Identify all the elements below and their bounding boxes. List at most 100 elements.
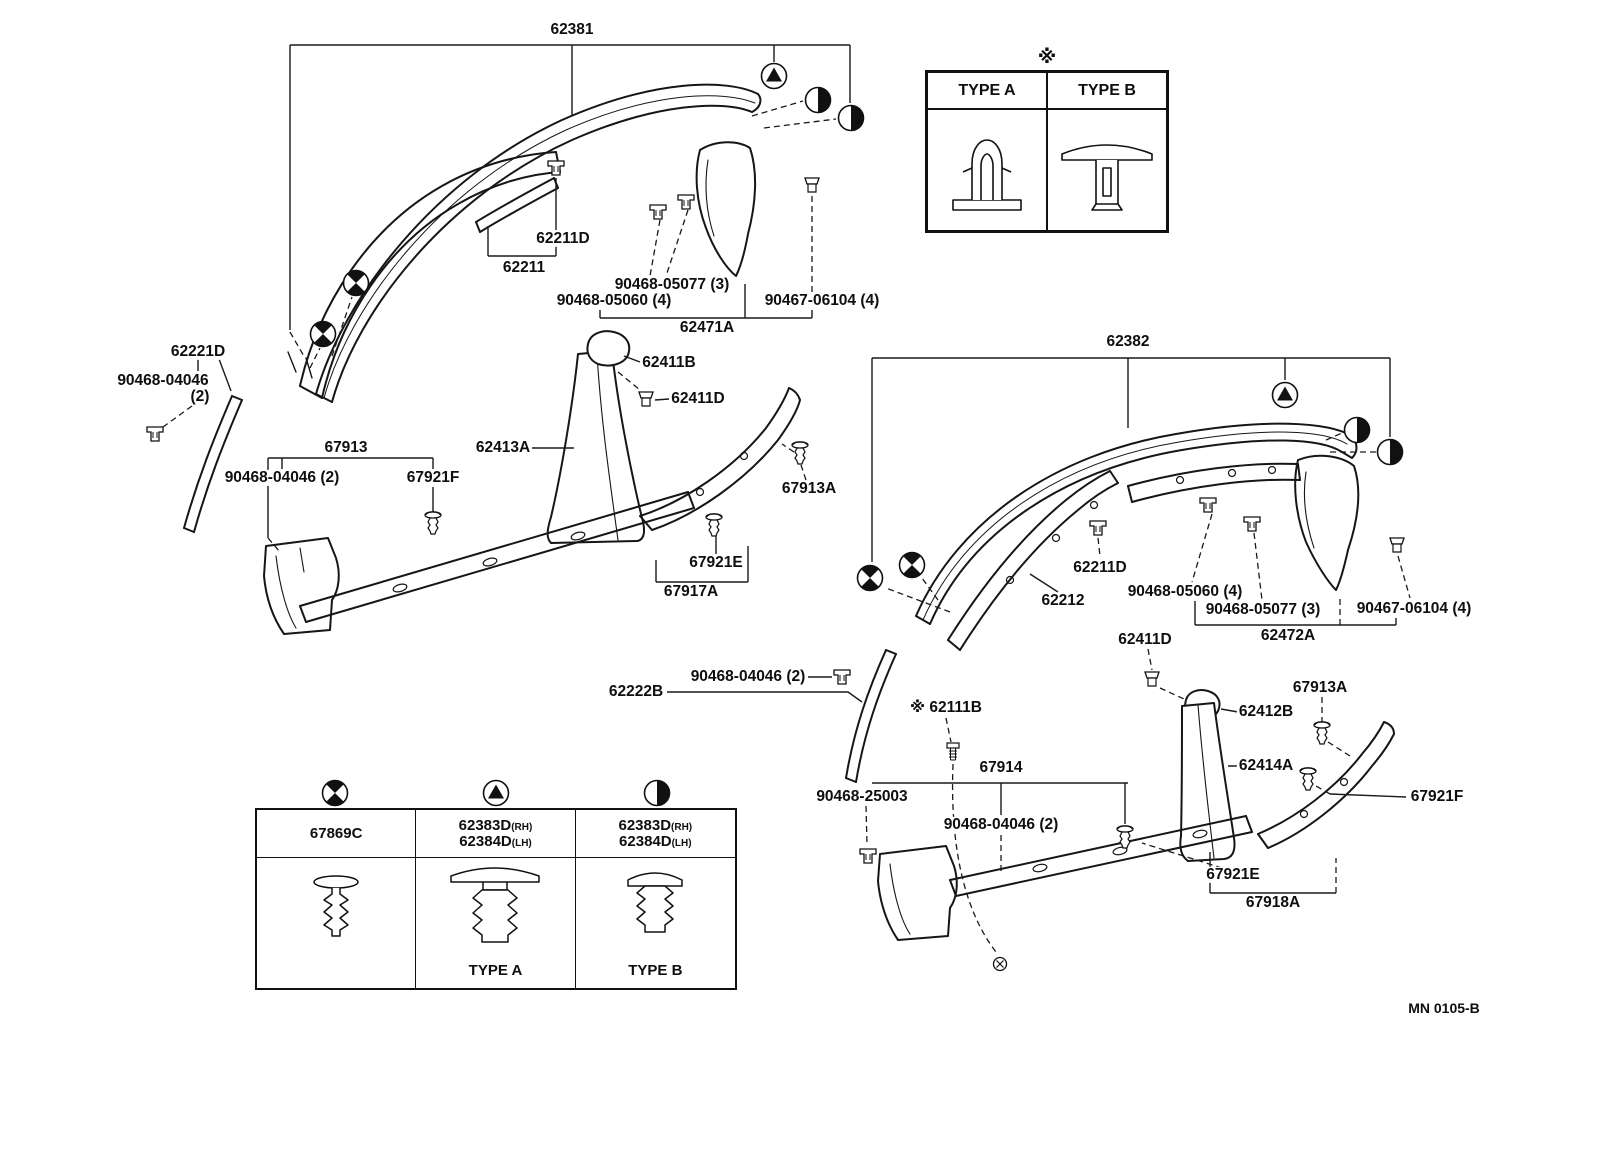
part-label: 62382 bbox=[1104, 332, 1152, 351]
target-symbol-icon bbox=[255, 778, 416, 808]
pushpin-icon bbox=[791, 441, 809, 465]
part-label: (2) bbox=[188, 387, 212, 406]
pushpin-icon bbox=[1116, 825, 1134, 849]
part-label: 90468-05060 (4) bbox=[554, 291, 674, 310]
clip-type-label: TYPE B bbox=[628, 962, 683, 979]
part-label: 62212 bbox=[1039, 591, 1087, 610]
reference-symbols bbox=[309, 62, 1404, 592]
part-label: 67913A bbox=[1290, 678, 1350, 697]
type-b-clip-illustration bbox=[1061, 144, 1153, 211]
part-label: 90468-05077 (3) bbox=[1203, 600, 1323, 619]
part-label: 90468-25003 bbox=[814, 787, 910, 806]
pushpin-icon bbox=[424, 511, 442, 535]
clip-type-label: TYPE A bbox=[468, 962, 523, 979]
clip-part-numbers: 62383D(RH) 62384D(LH) bbox=[575, 810, 735, 858]
clip-illustration bbox=[440, 858, 550, 962]
target-symbol-icon bbox=[898, 551, 926, 579]
clip-icon bbox=[1089, 520, 1107, 536]
clip-icon bbox=[649, 204, 667, 220]
part-label: 62211D bbox=[534, 229, 592, 248]
target-symbol-icon bbox=[856, 564, 884, 592]
part-label: 62211 bbox=[500, 258, 548, 277]
fastener-type-grid: TYPE A TYPE B bbox=[925, 70, 1169, 233]
part-label: 62211D bbox=[1071, 558, 1129, 577]
pushpin-icon bbox=[1299, 767, 1317, 791]
target-symbol-icon bbox=[309, 320, 337, 348]
half-symbol-icon bbox=[576, 778, 737, 808]
part-label: 90468-04046 (2) bbox=[941, 815, 1061, 834]
fastener-type-table: ※ TYPE A TYPE B bbox=[925, 46, 1169, 233]
part-label: 67921F bbox=[404, 468, 462, 487]
part-label: 90467-06104 (4) bbox=[1354, 599, 1474, 618]
clip-symbol-row bbox=[255, 778, 737, 808]
clip-illustration bbox=[600, 858, 710, 962]
part-label: 62411B bbox=[640, 353, 698, 372]
clip-icon bbox=[677, 194, 695, 210]
bolt-icon bbox=[946, 742, 960, 761]
pushpin-icon bbox=[1313, 721, 1331, 745]
triangle-symbol-icon bbox=[760, 62, 788, 90]
type-a-clip-illustration bbox=[952, 139, 1022, 211]
part-number: 62383D(RH) bbox=[618, 816, 693, 834]
clip-column-type-b: 62383D(RH) 62384D(LH) TYPE B bbox=[575, 810, 735, 988]
type-b-clip-cell bbox=[1047, 109, 1167, 231]
part-label: 62411D bbox=[669, 389, 727, 408]
grommet-icon bbox=[638, 391, 654, 407]
part-label: 62221D bbox=[168, 342, 228, 361]
part-label: 90468-05077 (3) bbox=[612, 275, 732, 294]
left-lower-trim-art bbox=[183, 330, 801, 635]
grommet-icon bbox=[804, 177, 820, 193]
part-number: 62383D(RH) bbox=[458, 816, 533, 834]
type-a-header: TYPE A bbox=[927, 72, 1047, 109]
part-label: 62471A bbox=[677, 318, 737, 337]
part-label: 90468-05060 (4) bbox=[1125, 582, 1245, 601]
clip-part-numbers: 67869C bbox=[257, 810, 416, 858]
reference-mark: ※ bbox=[1037, 47, 1057, 68]
dashed-lines bbox=[162, 100, 1411, 953]
part-label: 67913 bbox=[322, 438, 370, 457]
drawing-number: MN 0105-B bbox=[1408, 1000, 1480, 1016]
part-label: 62472A bbox=[1258, 626, 1318, 645]
clip-legend-grid: 67869C 62383D(RH) bbox=[255, 808, 737, 990]
target-symbol-icon bbox=[342, 269, 370, 297]
part-label: 67921E bbox=[687, 553, 745, 572]
front-pillar-garnish-rh-art bbox=[915, 422, 1360, 651]
clip-column-type-a: 62383D(RH) 62384D(LH) TYPE bbox=[416, 810, 576, 988]
right-lower-trim-art bbox=[845, 649, 1395, 941]
part-label: 62381 bbox=[548, 20, 596, 39]
clip-icon bbox=[1199, 497, 1217, 513]
part-label: 67921F bbox=[1408, 787, 1466, 806]
part-label: 62412B bbox=[1236, 702, 1296, 721]
pushpin-icon bbox=[705, 513, 723, 537]
clip-legend-table: 67869C 62383D(RH) bbox=[255, 778, 737, 990]
part-label: 67913A bbox=[779, 479, 839, 498]
clip-icon bbox=[859, 848, 877, 864]
part-label: 62222B bbox=[606, 682, 666, 701]
half-symbol-icon bbox=[1343, 416, 1371, 444]
leader-lines bbox=[197, 44, 1407, 894]
part-label: 90468-04046 bbox=[115, 371, 211, 390]
part-label: 67921E bbox=[1204, 865, 1262, 884]
half-symbol-icon bbox=[837, 104, 865, 132]
triangle-symbol-icon bbox=[416, 778, 577, 808]
part-label: 90468-04046 (2) bbox=[222, 468, 342, 487]
part-number: 62384D(LH) bbox=[459, 832, 532, 850]
part-label: 62414A bbox=[1236, 756, 1296, 775]
half-symbol-icon bbox=[1376, 438, 1404, 466]
part-label: 67914 bbox=[977, 758, 1025, 777]
type-b-header: TYPE B bbox=[1047, 72, 1167, 109]
part-label: ※ 62111B bbox=[908, 698, 984, 717]
part-number: 62384D(LH) bbox=[619, 832, 692, 850]
clip-part-numbers: 62383D(RH) 62384D(LH) bbox=[416, 810, 575, 858]
clip-icon bbox=[833, 669, 851, 685]
grommet-icon bbox=[1389, 537, 1405, 553]
clip-illustration bbox=[281, 858, 391, 962]
part-label: 62411D bbox=[1116, 630, 1174, 649]
clip-icon bbox=[1243, 516, 1261, 532]
type-a-clip-cell bbox=[927, 109, 1047, 231]
half-symbol-icon bbox=[804, 86, 832, 114]
part-label: 67918A bbox=[1243, 893, 1303, 912]
part-label: 67917A bbox=[661, 582, 721, 601]
